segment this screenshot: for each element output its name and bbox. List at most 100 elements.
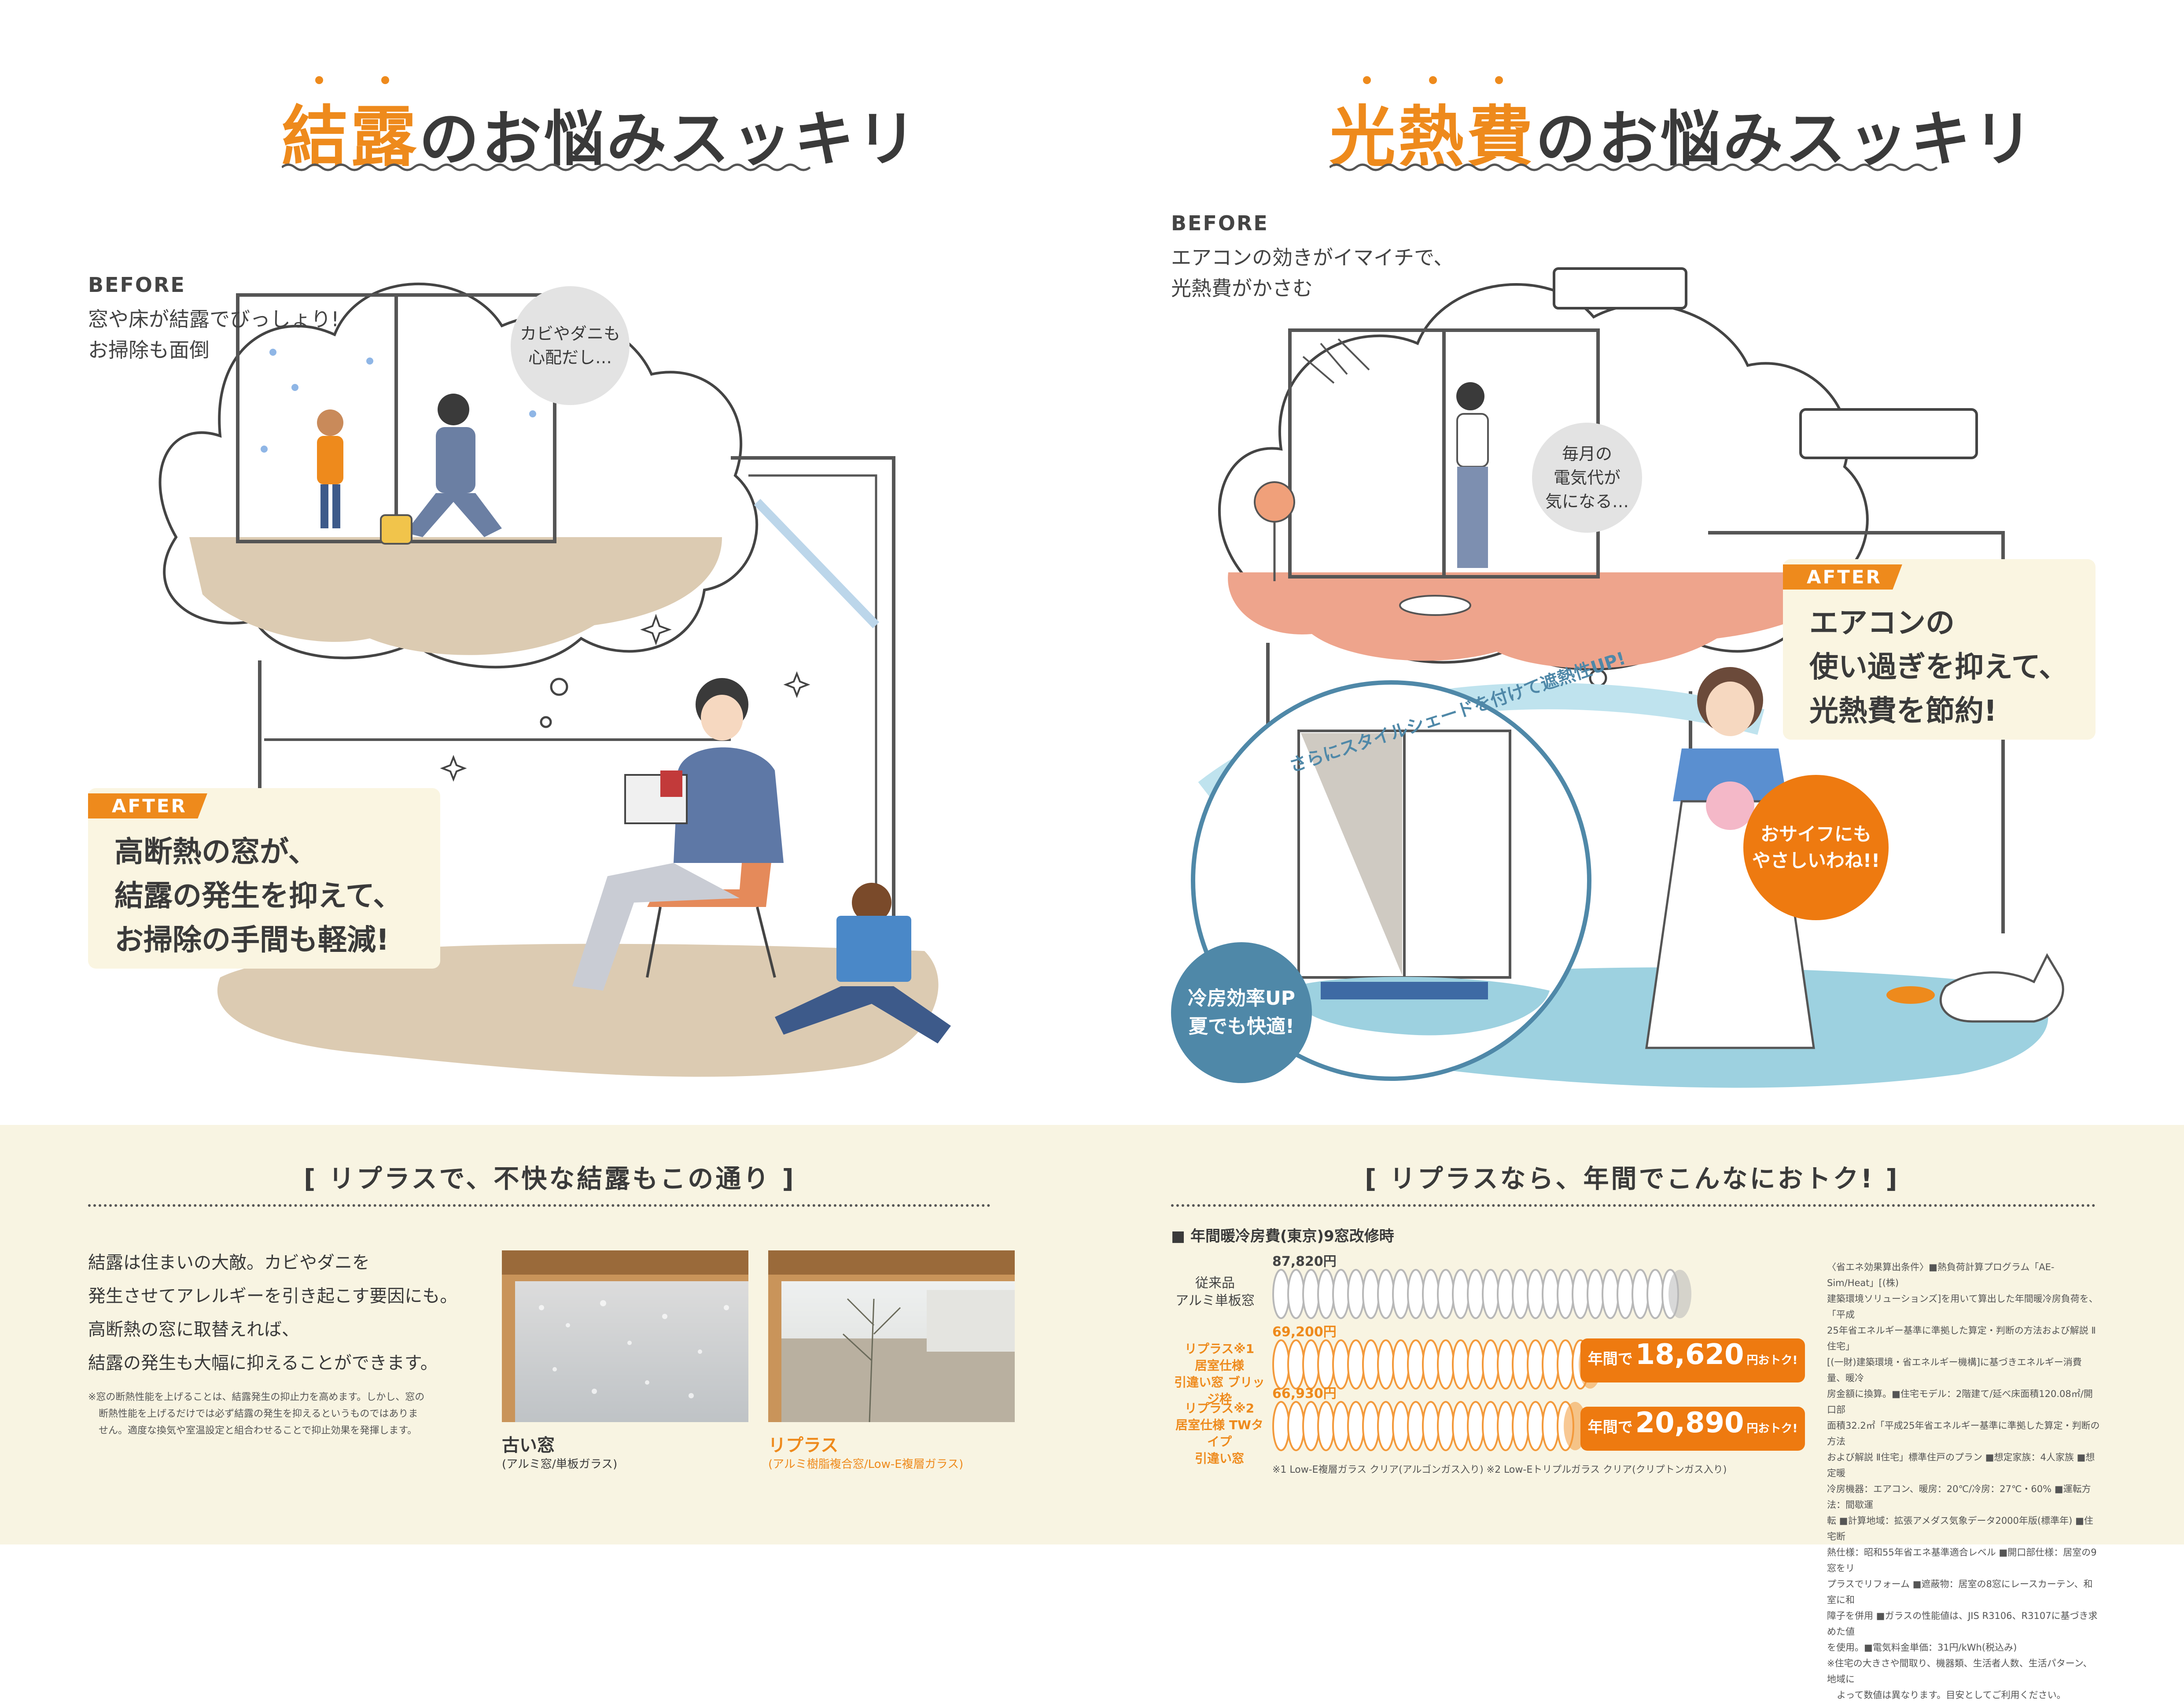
bar-coin — [1302, 1401, 1320, 1451]
category-line: リプラス※2 — [1184, 1401, 1255, 1415]
right-after-card: AFTER エアコンの 使い過ぎを抑えて、 光熱費を節約! — [1783, 559, 2096, 740]
note-line: ※窓の断熱性能を上げることは、結露発生の抑止力を高めます。しかし、窓の — [88, 1392, 425, 1403]
bar-coin — [1362, 1401, 1380, 1451]
left-after-line: 高断熱の窓が、 — [114, 835, 317, 869]
bar-coin — [1347, 1269, 1365, 1319]
right-after-line: 使い過ぎを抑えて、 — [1809, 650, 2068, 684]
left-before-text: 窓や床が結露でびっしょり! お掃除も面倒 — [88, 304, 339, 365]
bar-coin — [1497, 1401, 1514, 1451]
bar-coin — [1482, 1339, 1499, 1390]
savings-suffix: 円おトク! — [1746, 1422, 1798, 1435]
bar-coin — [1317, 1401, 1335, 1451]
bar-coin — [1377, 1269, 1395, 1319]
bar-coin — [1527, 1269, 1544, 1319]
bar-coin — [1587, 1269, 1604, 1319]
right-worry-bubble: 毎月の 電気代が 気になる… — [1532, 423, 1642, 533]
right-before-text: エアコンの効きがイマイチで、 光熱費がかさむ — [1171, 242, 1454, 304]
right-after-line: 光熱費を節約! — [1809, 694, 1997, 728]
conditions-line: 転 ■計算地域：拡張アメダス気象データ2000年版(標準年) ■住宅断 — [1827, 1515, 2093, 1542]
bar-coin — [1287, 1339, 1305, 1390]
bar-coin — [1287, 1401, 1305, 1451]
bar-coin — [1317, 1269, 1335, 1319]
savings-pill-2: 年間で 20,890 円おトク! — [1580, 1407, 1805, 1451]
note-line: せん。適度な換気や室温設定と組合わせることで抑止効果を発揮します。 — [99, 1425, 417, 1436]
category-line: 従来品 — [1195, 1275, 1235, 1291]
bar-coin — [1392, 1339, 1410, 1390]
bar-coin — [1467, 1339, 1484, 1390]
photo-new-title: リプラス — [768, 1435, 839, 1456]
bar-coin — [1512, 1401, 1529, 1451]
savings-pill-1: 年間で 18,620 円おトク! — [1580, 1338, 1805, 1382]
bar-value-label: 69,200円 — [1272, 1324, 1337, 1340]
right-before-label: BEFORE — [1171, 211, 1269, 235]
left-heading-underline — [282, 163, 811, 171]
right-heading-accent: 光熱費 — [1330, 99, 1536, 176]
body-line: 高断熱の窓に取替えれば、 — [88, 1320, 299, 1340]
bar-coin — [1617, 1269, 1634, 1319]
left-after-line: 結露の発生を抑えて、 — [114, 879, 402, 913]
bar-coin — [1527, 1339, 1544, 1390]
left-before-line: 窓や床が結露でびっしょり! — [88, 307, 339, 331]
right-heading-rest: のお悩みスッキリ — [1536, 105, 2036, 174]
bar-coin — [1362, 1339, 1380, 1390]
chart-area: 従来品 アルミ単板窓 87,820円 リプラス※1 居室仕様 引違い窓 ブリッジ… — [1171, 1250, 1814, 1466]
bar-coin — [1407, 1269, 1425, 1319]
chart-footnote: ※1 Low-E複層ガラス クリア(アルゴンガス入り) ※2 Low-Eトリプル… — [1272, 1464, 1727, 1475]
left-bubble-line: 心配だし… — [528, 348, 612, 367]
conditions-line: 熱仕様：昭和55年省エネ基準適合レベル ■開口部仕様：居室の9窓をリ — [1827, 1547, 2097, 1574]
savings-prefix: 年間で — [1587, 1419, 1633, 1436]
conditions-line: ※住宅の大きさや間取り、機器類、生活者人数、生活パターン、地域に — [1827, 1658, 2092, 1685]
body-line: 結露の発生も大幅に抑えることができます。 — [88, 1353, 438, 1373]
category-line: 居室仕様 TWタイプ — [1175, 1418, 1263, 1449]
bar-coin — [1467, 1269, 1484, 1319]
bar-coin — [1392, 1269, 1410, 1319]
bar-coin — [1272, 1401, 1290, 1451]
conditions-line: 面積32.2㎡「平成25年省エネルギー基準に準拠した算定・判断の方法 — [1827, 1420, 2100, 1447]
savings-amount: 20,890 — [1635, 1407, 1744, 1439]
left-heading-rest: のお悩みスッキリ — [419, 105, 920, 174]
category-line: アルミ単板窓 — [1175, 1293, 1255, 1309]
orange-badge-line: やさしいわね!! — [1752, 850, 1880, 871]
blue-badge-line: 夏でも快適! — [1188, 1015, 1295, 1038]
bar-coin — [1302, 1339, 1320, 1390]
right-bubble-line: 毎月の — [1562, 444, 1612, 464]
bar-coin — [1542, 1339, 1559, 1390]
bar-coin — [1542, 1269, 1559, 1319]
bottom-left-divider — [88, 1204, 991, 1207]
bar-coin — [1632, 1269, 1649, 1319]
bar-coin — [1452, 1269, 1470, 1319]
bar-value-label: 66,930円 — [1272, 1386, 1337, 1401]
photo-old-sub: (アルミ窓/単板ガラス) — [502, 1458, 618, 1471]
bar-coin — [1347, 1339, 1365, 1390]
bar-coin — [1542, 1401, 1559, 1451]
right-heading: 光熱費のお悩みスッキリ — [1330, 84, 2036, 179]
right-bubble-line: 電気代が — [1553, 468, 1621, 487]
bar-coin — [1332, 1401, 1350, 1451]
bar-coin — [1512, 1339, 1529, 1390]
conditions-line: 障子を併用 ■ガラスの性能値は、JIS R3106、R3107に基づき求めた値 — [1827, 1611, 2098, 1637]
chart-category-label: 従来品 アルミ単板窓 — [1171, 1275, 1259, 1310]
chart-title: ■ 年間暖冷房費(東京)9窓改修時 — [1171, 1227, 1394, 1245]
bar-value-label: 87,820円 — [1272, 1254, 1337, 1269]
bar-0 — [1272, 1269, 1691, 1319]
bottom-panel — [0, 1125, 2184, 1544]
conditions-line: 冷房機器：エアコン、暖房：20℃/冷房：27℃・60% ■運転方法：間歇運 — [1827, 1484, 2091, 1510]
bar-coin — [1272, 1269, 1290, 1319]
right-bubble-line: 気になる… — [1545, 492, 1629, 511]
bottom-left-body: 結露は住まいの大敵。カビやダニを 発生させてアレルギーを引き起こす要因にも。 高… — [88, 1246, 457, 1380]
chart-category-label: リプラス※2 居室仕様 TWタイプ 引違い窓 — [1171, 1400, 1268, 1467]
conditions-line: 房金額に換算。■住宅モデル：2階建て/延べ床面積120.08㎡/開口部 — [1827, 1389, 2093, 1415]
bar-coin — [1557, 1339, 1574, 1390]
category-line: リプラス※1 — [1184, 1342, 1255, 1356]
left-bubble-line: カビやダニも — [519, 324, 620, 343]
bar-coin — [1512, 1269, 1529, 1319]
conditions-line: を使用。■電気料金単価：31円/kWh(税込み) — [1827, 1642, 2017, 1653]
bar-coin — [1557, 1269, 1574, 1319]
category-line: 引違い窓 — [1194, 1451, 1244, 1466]
bar-coin — [1347, 1401, 1365, 1451]
body-line: 結露は住まいの大敵。カビやダニを — [88, 1253, 370, 1273]
bar-coin — [1332, 1269, 1350, 1319]
bar-coin — [1482, 1401, 1499, 1451]
bar-coin — [1422, 1269, 1440, 1319]
conditions-line: プラスでリフォーム ■遮蔽物：居室の8窓にレースカーテン、和室に和 — [1827, 1579, 2093, 1605]
